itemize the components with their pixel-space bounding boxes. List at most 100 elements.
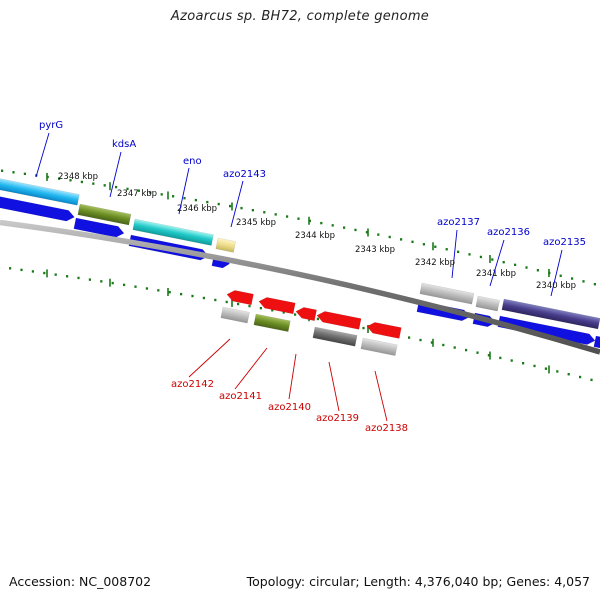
scale-tick-label: 2340 kbp	[536, 281, 576, 291]
tick-dot	[536, 269, 539, 272]
cds-reverse-azo2138	[366, 322, 402, 339]
reverse-gene-label: azo2138	[365, 423, 408, 434]
forward-gene-label: azo2135	[543, 237, 586, 248]
tick-dot	[168, 291, 171, 294]
scale-tick-label: 2345 kbp	[236, 218, 276, 228]
label-leader-line	[230, 180, 244, 228]
tick-dot	[31, 270, 34, 273]
tick-dot	[430, 341, 433, 344]
tick-dot	[544, 367, 547, 370]
cog-reverse-azo2141	[253, 313, 291, 332]
tick-dot	[217, 202, 220, 206]
tick-dot	[294, 313, 297, 316]
tick-dot	[286, 215, 289, 218]
label-leader-line	[234, 347, 268, 390]
tick-dot	[491, 258, 494, 261]
scale-tick-label: 2342 kbp	[415, 258, 455, 268]
tick-dot	[468, 253, 471, 256]
tick-dot	[80, 180, 83, 184]
tick-dot	[202, 296, 205, 300]
tick-dot	[400, 238, 403, 241]
tick-dot	[559, 274, 562, 277]
tick-dot	[145, 287, 148, 290]
tick-dot	[103, 184, 106, 187]
tick-dot	[157, 289, 160, 292]
scale-tick-label: 2344 kbp	[295, 231, 335, 241]
tick-dot	[172, 195, 175, 198]
tick-dot	[92, 182, 95, 185]
cog-feature-azo2135	[501, 298, 600, 330]
forward-gene-label: pyrG	[39, 120, 63, 131]
tick-dot	[248, 304, 251, 308]
figure-title: Azoarcus sp. BH72, complete genome	[170, 9, 430, 24]
tick-dot	[593, 283, 596, 286]
tick-dot	[183, 196, 186, 200]
cog-reverse-azo2138	[360, 337, 398, 356]
cog-feature-azo2136	[475, 295, 500, 312]
forward-gene-label: kdsA	[112, 139, 136, 150]
tick-dot	[282, 311, 285, 314]
tick-dot	[457, 250, 460, 253]
tick-dot	[522, 362, 525, 365]
cds-forward-kdsA	[73, 217, 125, 238]
tick-dot	[134, 285, 137, 288]
tick-dot	[331, 224, 334, 227]
tick-dot	[354, 228, 357, 232]
tick-dot	[343, 226, 346, 229]
tick-dot	[100, 280, 103, 283]
feature-track-layer	[0, 177, 600, 356]
forward-gene-label: azo2137	[437, 217, 480, 228]
tick-dot	[225, 300, 228, 304]
label-leader-layer	[35, 132, 563, 422]
tick-dot	[191, 294, 194, 298]
tick-dot	[115, 185, 118, 189]
tick-dot	[274, 213, 277, 216]
tick-dot	[408, 336, 411, 339]
tick-dot	[502, 260, 505, 264]
tick-dot	[362, 326, 365, 330]
tick-dot	[445, 248, 448, 251]
tick-dot	[160, 193, 163, 196]
scale-tick-label: 2347 kbp	[117, 189, 157, 199]
tick-dot	[237, 302, 240, 306]
tick-dot	[308, 219, 311, 223]
label-leader-line	[451, 229, 458, 279]
tick-dot	[297, 217, 300, 220]
scale-tick-label: 2348 kbp	[58, 172, 98, 182]
tick-dot	[476, 351, 479, 354]
tick-dot	[240, 206, 243, 210]
cds-reverse-azo2139	[316, 311, 362, 330]
tick-dot	[571, 277, 574, 280]
label-leader-line	[328, 361, 340, 412]
tick-dot	[510, 359, 513, 362]
label-layer: pyrGkdsAenoazo2143azo2137azo2136azo2135a…	[39, 120, 586, 434]
cds-reverse-azo2140	[295, 307, 317, 322]
tick-dot	[388, 235, 391, 239]
label-leader-line	[35, 132, 50, 178]
tick-dot	[1, 169, 4, 172]
tick-dot	[194, 198, 197, 202]
tick-dot	[533, 364, 536, 368]
scale-tick-label: 2346 kbp	[177, 204, 217, 214]
tick-dot	[66, 275, 69, 278]
tick-dot	[88, 278, 91, 281]
cds-reverse-azo2142	[226, 290, 254, 306]
reverse-gene-label: azo2140	[268, 402, 311, 413]
tick-dot	[9, 267, 12, 270]
accession-text: Accession: NC_008702	[9, 574, 152, 589]
label-leader-line	[288, 353, 297, 400]
tick-dot	[434, 245, 437, 248]
tick-dot	[12, 171, 15, 174]
tick-dot	[465, 348, 468, 352]
tick-dot	[411, 240, 414, 244]
tick-dot	[229, 204, 232, 208]
reverse-gene-label: azo2139	[316, 413, 359, 424]
tick-dot	[263, 211, 266, 214]
forward-gene-label: azo2143	[223, 169, 266, 180]
cds-reverse-azo2141	[258, 297, 296, 315]
label-leader-line	[178, 167, 190, 215]
forward-gene-label: eno	[183, 156, 202, 167]
scale-tick-label: 2343 kbp	[355, 245, 395, 255]
